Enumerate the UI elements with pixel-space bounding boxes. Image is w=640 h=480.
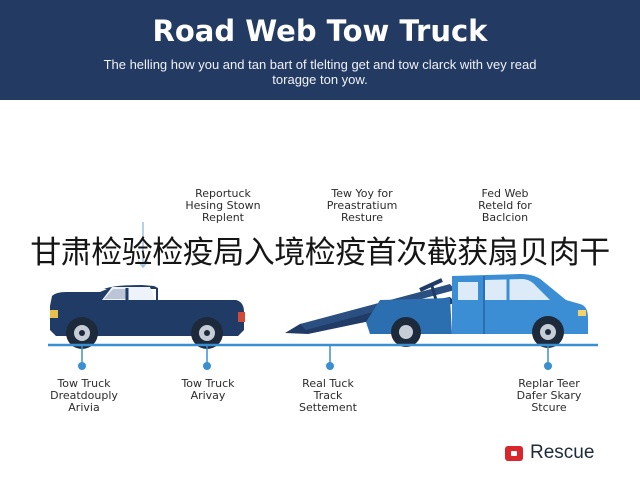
bottom-step-label: Replar Teer Dafer Skary Stcure: [516, 377, 582, 414]
overlay-caption: 甘肃检验检疫局入境检疫首次截获扇贝肉干: [30, 235, 610, 271]
timeline-markers: [78, 345, 552, 370]
timeline-marker: [78, 345, 86, 370]
timeline-marker: [203, 345, 211, 370]
header-banner: Road Web Tow Truck The helling how you a…: [0, 0, 640, 100]
rescue-brand: Rescue: [505, 441, 594, 465]
down-arrow-icons: [137, 222, 149, 269]
timeline-marker: [544, 345, 552, 370]
tow-truck-icon: [285, 274, 588, 348]
rescue-logo-icon: [505, 445, 523, 461]
timeline-marker: [326, 345, 334, 370]
rescue-brand-label: Rescue: [530, 442, 595, 463]
top-step-label: Tew Yoy for Preastratium Resture: [326, 187, 398, 224]
down-arrow-head-icon: [137, 260, 149, 269]
page-subtitle: The helling how you and tan bart of tlel…: [103, 57, 537, 87]
top-step-label: Reportuck Hesing Stown Replent: [185, 187, 261, 224]
bottom-step-label: Real Tuck Track Settement: [299, 377, 357, 414]
top-step-label: Fed Web Reteld for Baclcion: [478, 187, 532, 224]
pickup-truck-icon: [50, 285, 245, 349]
page-title: Road Web Tow Truck: [152, 14, 488, 48]
bottom-step-label: Tow Truck Arivay: [181, 377, 235, 402]
bottom-step-label: Tow Truck Dreatdouply Arivia: [50, 377, 118, 414]
